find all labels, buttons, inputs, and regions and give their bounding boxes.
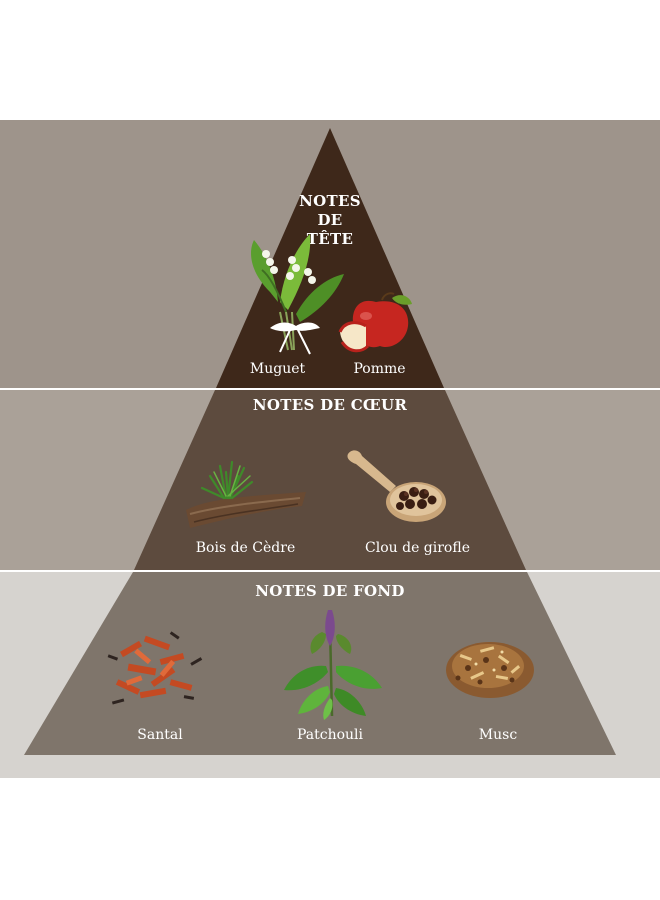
item-label-patchouli: Patchouli [296,727,364,743]
pyramid-tier-base [24,572,616,755]
item-label-bois-de-cedre: Bois de Cèdre [195,540,296,556]
item-label-musc: Musc [478,727,518,743]
item-label-clou-de-girofle: Clou de girofle [365,540,470,556]
clove-spoon-icon [347,450,446,522]
item-label-muguet: Muguet [249,361,306,377]
item-label-pomme: Pomme [353,361,406,377]
musk-grains-icon [446,642,534,698]
sandalwood-chips-icon [107,631,203,705]
item-label-santal: Santal [137,727,183,743]
cedar-wood-icon [186,460,306,528]
apple-icon [338,292,412,353]
base-notes-title: NOTES DE FOND [255,582,405,600]
pyramid-tier-middle [134,390,526,570]
lily-of-the-valley-icon [251,234,344,355]
heart-notes-title: NOTES DE CŒUR [252,396,408,414]
top-notes-title: NOTES DE TÊTE [299,192,361,248]
patchouli-plant-icon [284,610,382,720]
